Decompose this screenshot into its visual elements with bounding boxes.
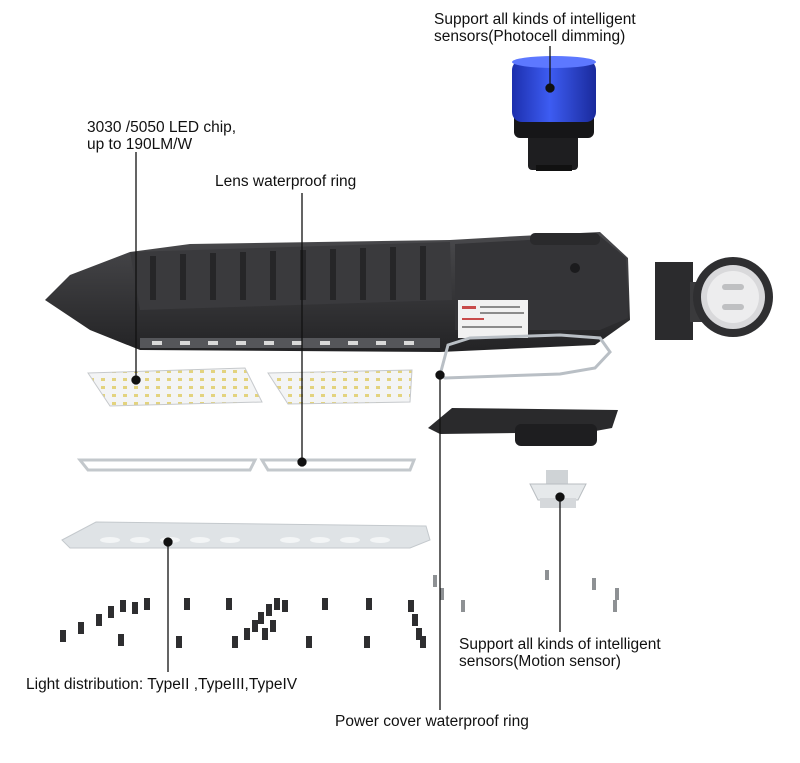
callout-led-chip-line2: up to 190LM/W bbox=[87, 136, 193, 153]
callout-power-cover-ring-line1: Power cover waterproof ring bbox=[335, 713, 529, 730]
photocell-sensor bbox=[512, 56, 596, 171]
motion-sensor bbox=[529, 470, 587, 508]
power-cover-ring bbox=[438, 333, 612, 380]
callout-motion-sensor-line1: Support all kinds of intelligent bbox=[459, 636, 661, 653]
callout-led-chip: 3030 /5050 LED chip, up to 190LM/W bbox=[87, 119, 236, 153]
led-board-right bbox=[267, 369, 413, 405]
leader-lines bbox=[131, 46, 565, 710]
callout-motion-sensor: Support all kinds of intelligent sensors… bbox=[459, 636, 661, 670]
led-board-left bbox=[87, 367, 263, 407]
screws bbox=[60, 598, 426, 648]
luminaire-housing bbox=[45, 232, 630, 352]
lens-ring-left bbox=[76, 458, 258, 472]
callout-lens-ring: Lens waterproof ring bbox=[215, 173, 356, 190]
callout-light-distribution: Light distribution: TypeII ,TypeIII,Type… bbox=[26, 676, 297, 693]
callout-motion-sensor-line2: sensors(Motion sensor) bbox=[459, 653, 621, 670]
callout-power-cover-ring: Power cover waterproof ring bbox=[335, 713, 529, 730]
callout-photocell-line2: sensors(Photocell dimming) bbox=[434, 28, 626, 45]
callout-photocell: Support all kinds of intelligent sensors… bbox=[434, 11, 636, 45]
lens-ring-right bbox=[259, 458, 417, 472]
screws-right bbox=[433, 570, 619, 612]
callout-lens-ring-line1: Lens waterproof ring bbox=[215, 173, 357, 190]
lens-plate bbox=[61, 521, 431, 549]
callout-photocell-line1: Support all kinds of intelligent bbox=[434, 11, 636, 28]
callout-light-distribution-line1: Light distribution: TypeII ,TypeIII,Type… bbox=[26, 676, 298, 693]
mounting-bracket bbox=[655, 257, 773, 340]
power-cover bbox=[428, 408, 618, 446]
callout-led-chip-line1: 3030 /5050 LED chip, bbox=[87, 119, 237, 136]
